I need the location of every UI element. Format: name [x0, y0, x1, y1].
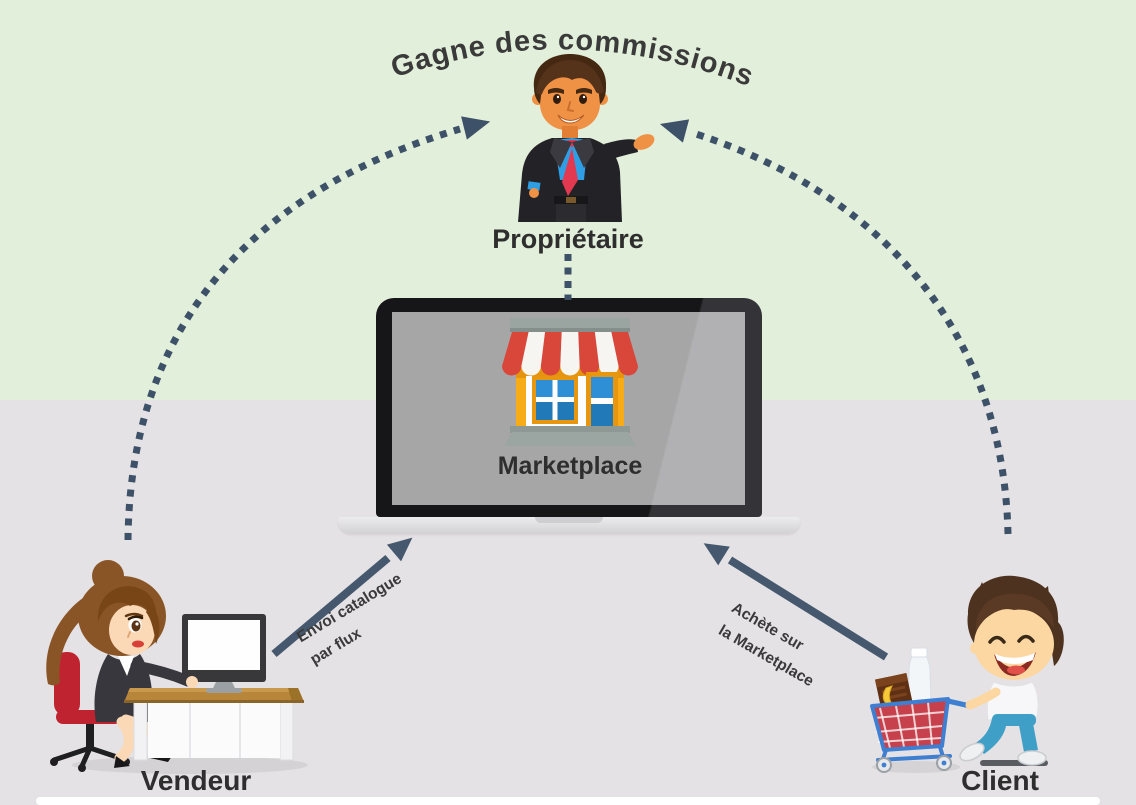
laptop-icon	[376, 298, 762, 517]
arrowhead	[386, 537, 413, 562]
laptop-base	[338, 517, 800, 533]
store-door	[586, 372, 618, 428]
client-illustration	[870, 575, 1064, 773]
store-awning	[502, 332, 638, 376]
boy	[959, 575, 1064, 766]
shopping-cart-icon	[870, 647, 973, 773]
arrow-client-to-marketplace	[703, 543, 889, 661]
businessman	[518, 54, 655, 222]
desk	[124, 688, 304, 761]
arrowhead	[703, 543, 730, 566]
arrowhead	[461, 116, 491, 140]
bottom-edge-strip	[36, 797, 1100, 805]
vendeur-illustration	[46, 560, 308, 774]
store-icon	[502, 318, 638, 446]
monitor-icon	[182, 614, 266, 693]
store-roof-bar	[510, 318, 630, 332]
client-label: Client	[961, 765, 1039, 796]
arrow-client-to-proprietaire	[659, 119, 1012, 535]
arm-on-desk	[130, 660, 198, 688]
floor-shadow	[72, 756, 308, 774]
arrow-vendeur-to-proprietaire	[124, 116, 491, 541]
proprietaire-illustration	[518, 54, 655, 222]
marketplace-label: Marketplace	[497, 452, 643, 480]
arrowhead	[659, 119, 690, 143]
laptop-notch	[535, 517, 603, 523]
proprietaire-label: Propriétaire	[492, 224, 644, 254]
vendeur-label: Vendeur	[140, 765, 252, 796]
store-window	[532, 376, 578, 424]
arrow-vendeur-to-marketplace	[271, 537, 413, 658]
store-base	[504, 426, 636, 446]
